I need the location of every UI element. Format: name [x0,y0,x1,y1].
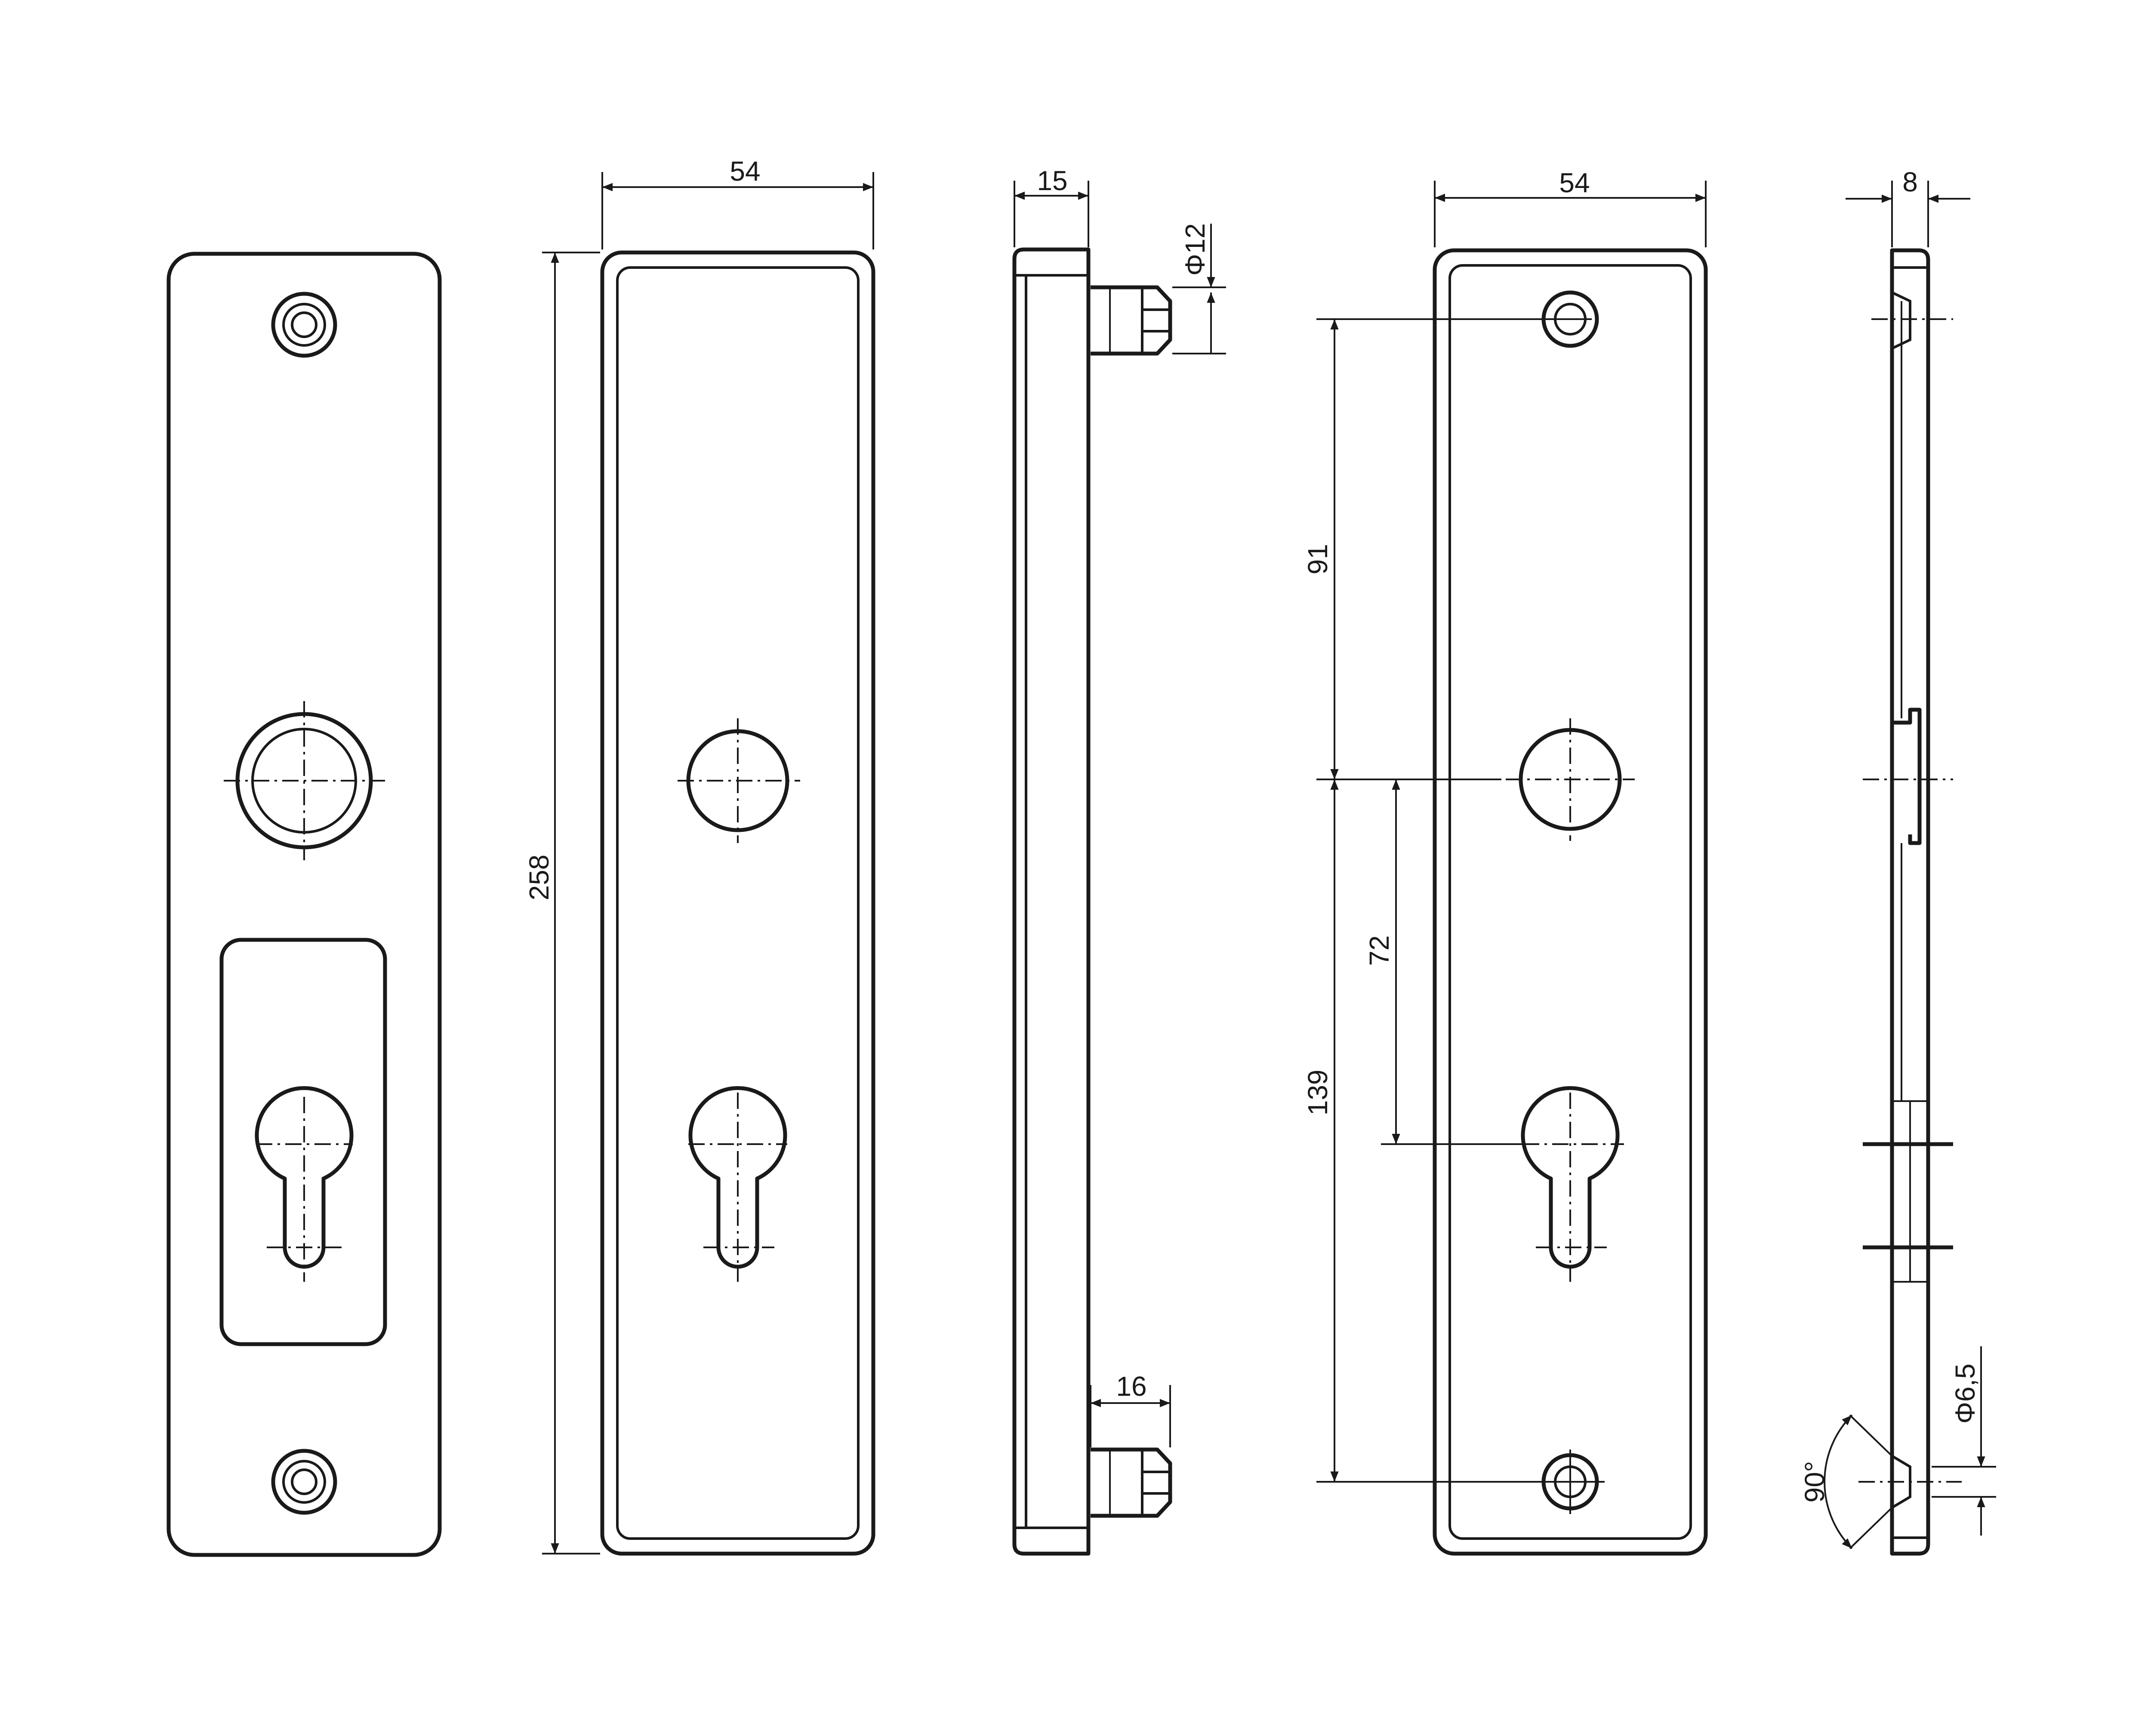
dim-thickness: 8 [1846,166,1970,247]
keyhole-icon [255,1086,354,1282]
section-outline [1890,248,1930,1556]
dim-label-angle: 90° [1799,1461,1830,1503]
plate-outline-inner [616,266,860,1540]
dim-label-screw-dia: Φ6,5 [1950,1364,1981,1424]
profile-outline [1012,247,1091,1556]
plate-outline-outer [1433,248,1708,1556]
view-plain-plate: 54 258 [524,156,875,1556]
dim-handle-to-cylinder: 72 [1364,779,1400,1144]
handle-rosette-icon [224,701,385,860]
handle-hole-icon [1506,718,1635,841]
dim-label-depth: 15 [1037,165,1067,196]
top-screw-icon [271,292,337,358]
keyhole-icon [1521,1086,1624,1282]
dim-countersink-angle: 90° [1799,1414,1893,1549]
top-countersink-icon [1871,291,1953,350]
top-boss-icon [1091,285,1172,356]
view-rear-plate: 54 91 139 72 [1302,167,1708,1556]
dim-width: 54 [1434,167,1707,247]
dim-width: 54 [601,156,874,249]
bottom-countersink-icon [1858,1455,1962,1509]
dim-label-thickness: 8 [1902,166,1918,197]
bottom-boss-icon [1091,1447,1172,1518]
dim-label-screw-boss: 16 [1116,1371,1146,1402]
dim-label-width: 54 [730,156,760,187]
dim-screw-diameter: Φ6,5 [1932,1346,1996,1536]
view-front-plate [166,252,442,1557]
plate-outline [166,252,442,1557]
handle-hole-icon [678,718,800,843]
dim-label-91: 91 [1302,544,1333,574]
dim-label-width: 54 [1559,167,1590,198]
plate-outline-inner [1448,264,1692,1540]
dim-handle-to-bottom: 139 [1302,779,1339,1482]
dim-label-72: 72 [1364,935,1395,966]
dim-label-height: 258 [524,855,555,901]
dim-height: 258 [524,252,600,1554]
plate-outline-outer [600,250,875,1556]
dim-label-spindle: Φ12 [1180,223,1211,276]
keyhole-icon [688,1086,787,1282]
dim-depth: 15 [1014,165,1089,247]
bottom-screw-hole-icon [1536,1450,1605,1514]
bottom-screw-icon [271,1449,337,1515]
dim-top-to-handle: 91 [1302,319,1339,779]
escutcheon-recess [219,938,387,1346]
dim-screw-boss: 16 [1090,1371,1171,1447]
spindle-step-icon [1863,708,1953,845]
view-section: 8 Φ6,5 90° [1799,166,1996,1556]
view-side-profile: 15 Φ12 16 [1012,165,1226,1556]
dim-label-139: 139 [1302,1070,1333,1116]
dim-spindle-diameter: Φ12 [1172,223,1226,354]
